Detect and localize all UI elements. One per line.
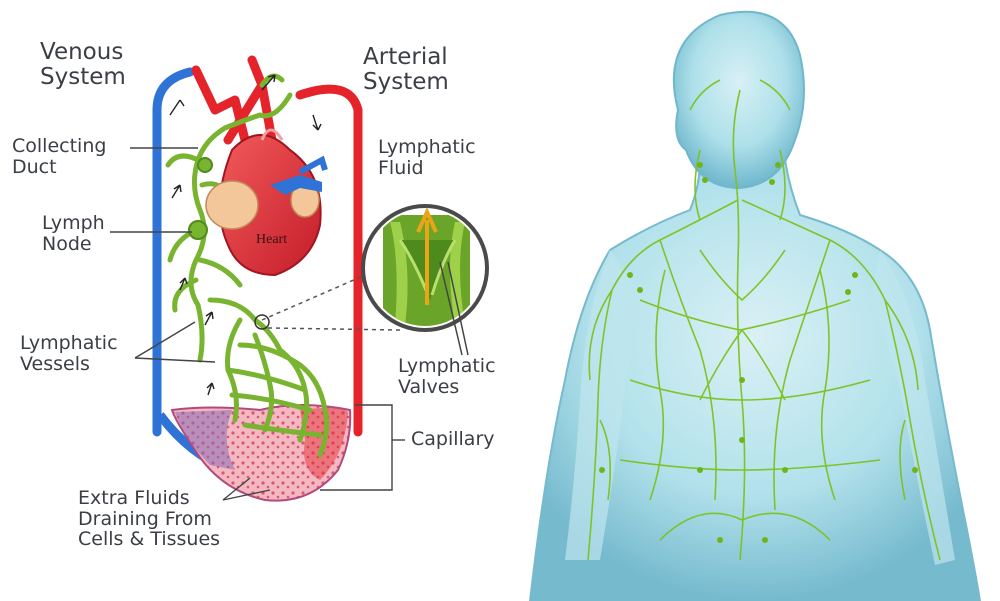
venous-system-label: Venous System xyxy=(40,39,126,90)
extra-fluids-label: Extra Fluids Draining From Cells & Tissu… xyxy=(78,487,221,551)
heart-illustration xyxy=(205,128,328,277)
collecting-duct-label: Collecting Duct xyxy=(12,135,107,178)
lymphatic-vessels-label: Lymphatic Vessels xyxy=(20,332,118,375)
lymphatic-fluid-label: Lymphatic Fluid xyxy=(378,136,476,179)
capillary-blue-side xyxy=(175,410,235,470)
lymphatic-network-body xyxy=(587,79,941,561)
lymph-node xyxy=(188,220,208,240)
body-illustration xyxy=(528,10,982,601)
lymph-node-label: Lymph Node xyxy=(42,212,105,255)
artery-top xyxy=(191,55,277,145)
arterial-system-label: Arterial System xyxy=(363,44,449,95)
artery-loop xyxy=(295,84,363,437)
capillary-label: Capillary xyxy=(411,428,495,450)
lymph-node xyxy=(197,157,213,173)
vein-loop xyxy=(152,67,195,437)
lymph-nodes-body xyxy=(599,162,918,543)
lymphatic-valves-label: Lymphatic Valves xyxy=(398,355,496,398)
heart-label: Heart xyxy=(256,232,287,247)
leader-lines xyxy=(110,147,405,501)
valve-zoom-inset xyxy=(254,204,489,356)
flow-arrows xyxy=(169,74,322,396)
